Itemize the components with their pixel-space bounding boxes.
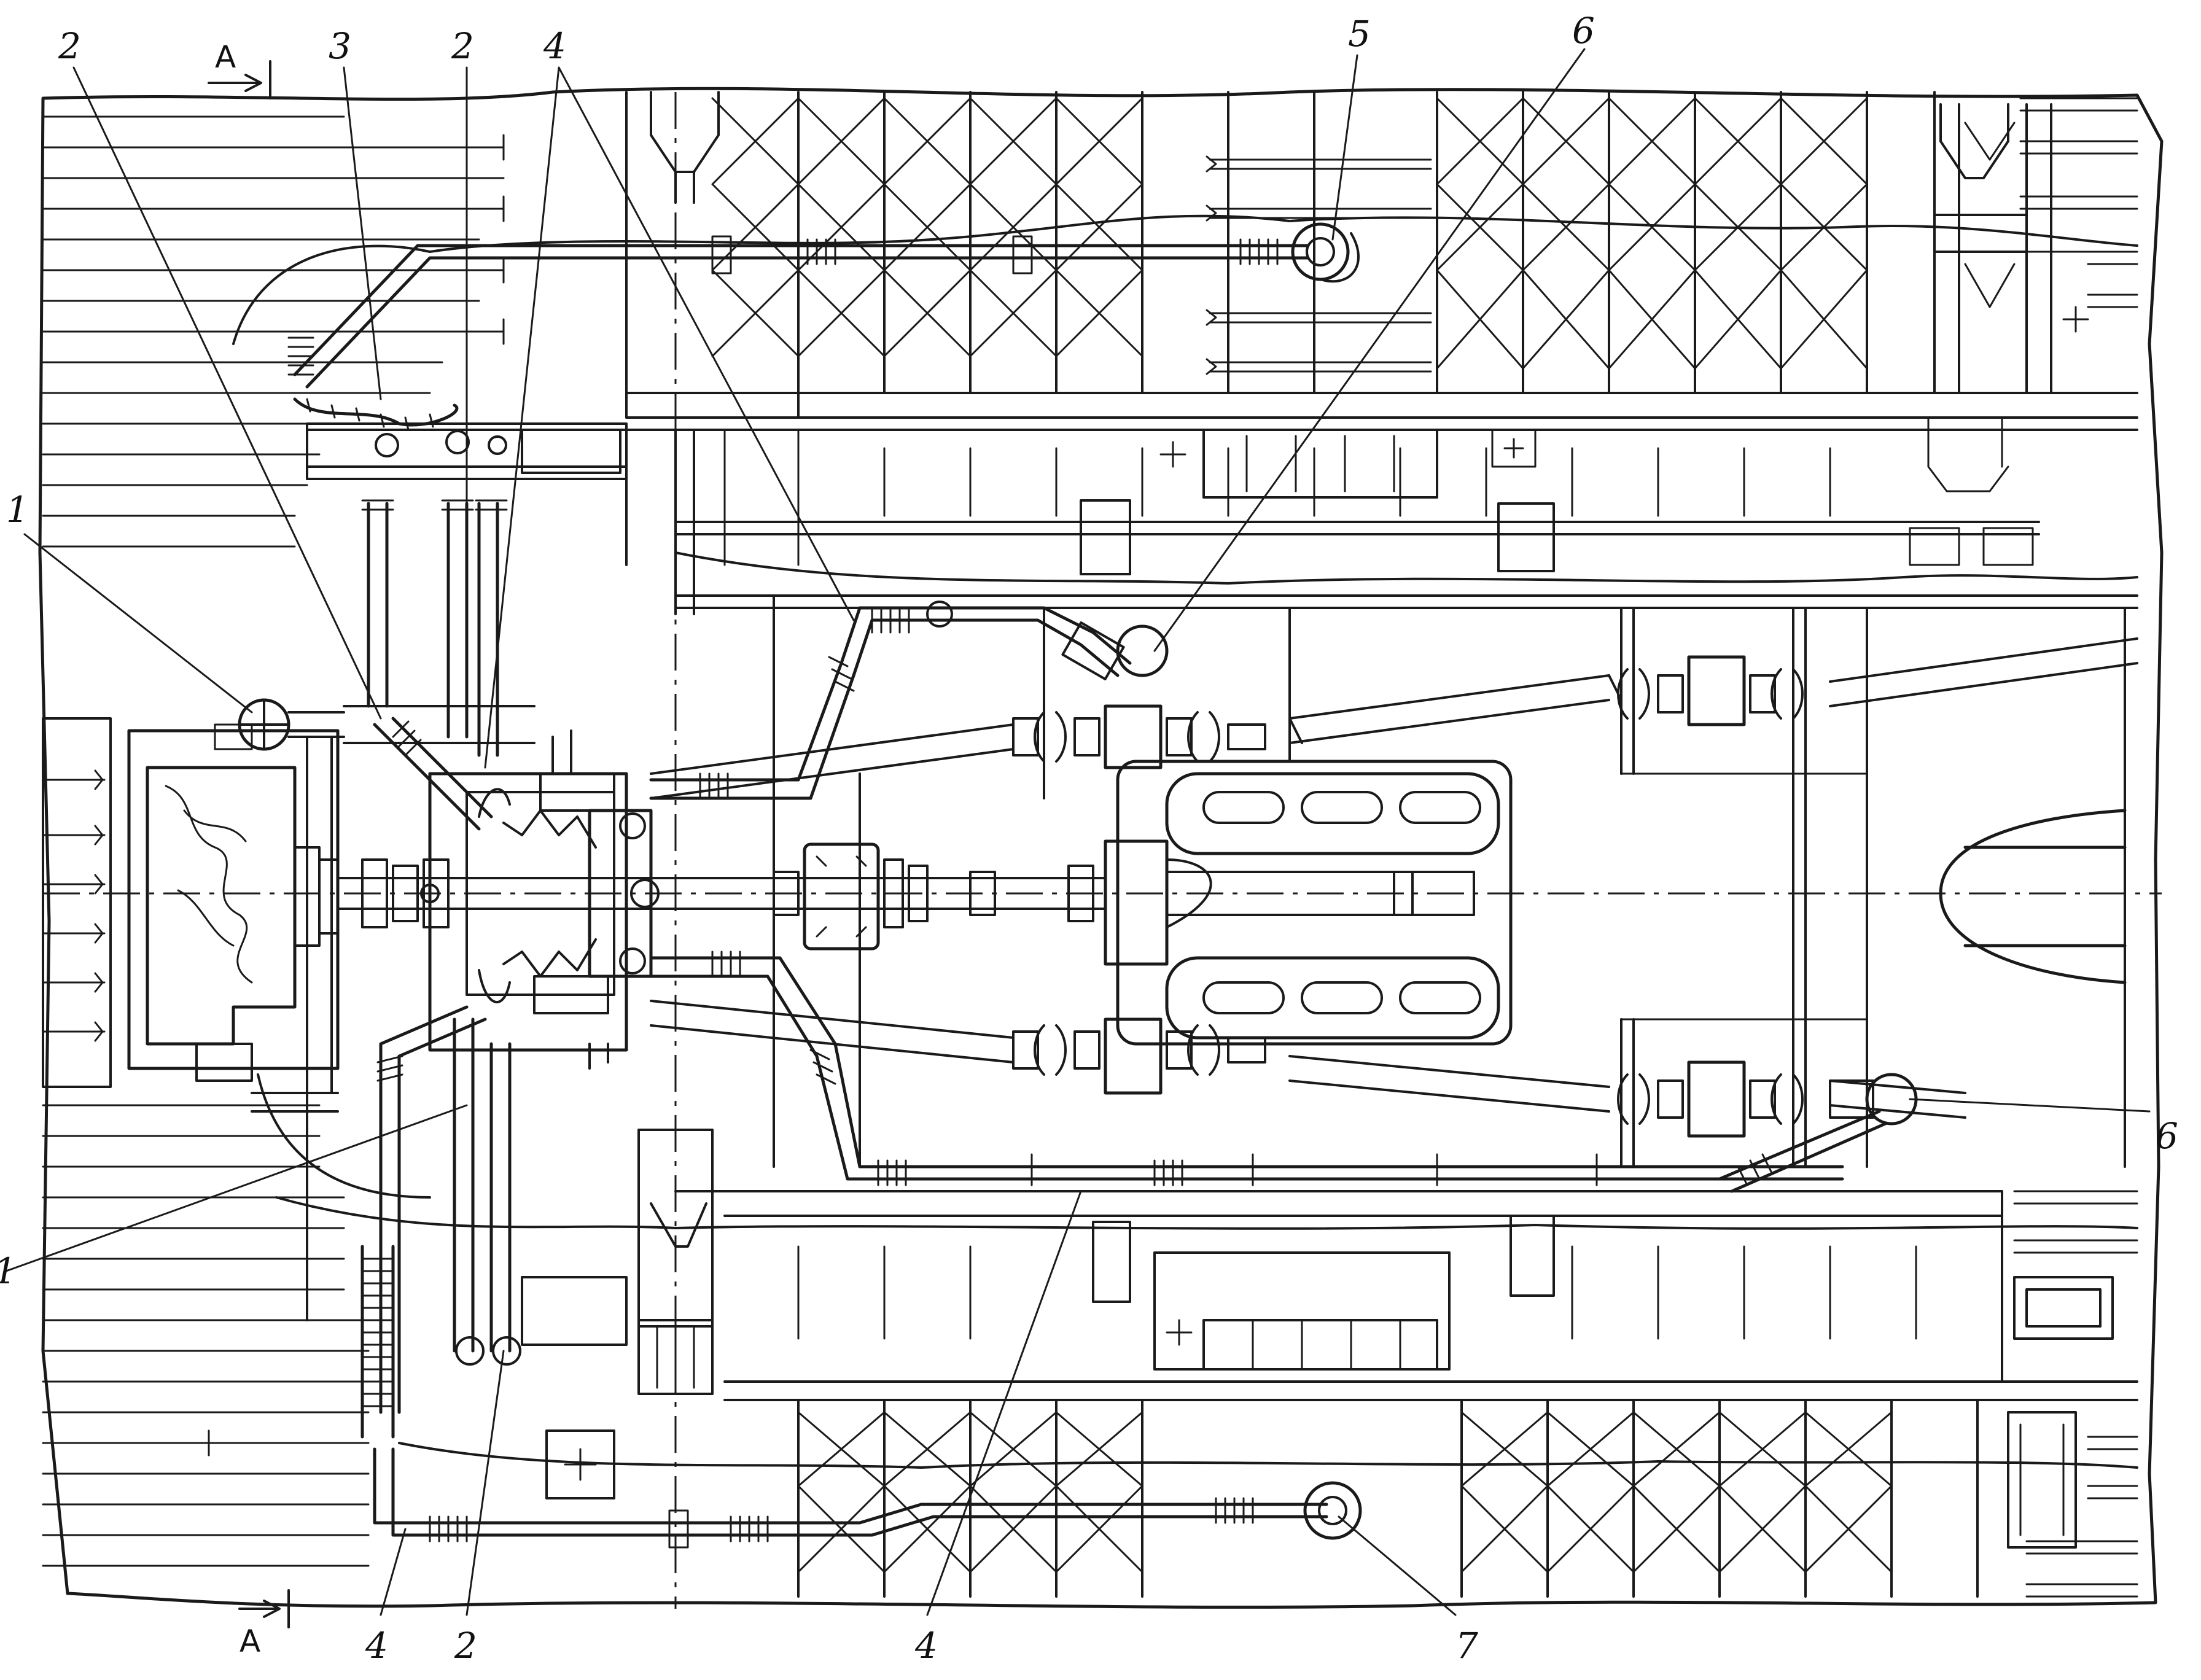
callout-1-lower-left: 1 [0, 1250, 17, 1292]
callout-3: 3 [329, 25, 351, 67]
left-longitudinal-ribs [42, 115, 505, 1567]
section-mark-top: A [215, 39, 236, 75]
callout-labels: 1 1 2 2 2 3 4 4 4 5 6 6 7 [0, 10, 2178, 1666]
gearbox [127, 723, 775, 1113]
upper-truss-bay [625, 91, 2138, 419]
leader-lines [5, 48, 2151, 1616]
callout-4-bottom-left: 4 [365, 1625, 388, 1666]
callout-2-top-left: 2 [58, 25, 81, 67]
callout-2-bottom: 2 [454, 1625, 477, 1666]
callout-2-top: 2 [451, 25, 474, 67]
upper-side-beam [306, 416, 2138, 615]
callout-4-bottom: 4 [914, 1625, 938, 1666]
lower-side-beam [195, 736, 2138, 1598]
callout-4-top: 4 [543, 25, 566, 67]
callout-7: 7 [1455, 1625, 1478, 1666]
engine-block [1104, 760, 1513, 1046]
callout-6-right: 6 [2156, 1115, 2178, 1157]
frame-outline [38, 87, 2164, 1609]
central-drive-unit [428, 729, 1107, 1070]
cardan-shafts [650, 637, 2138, 1138]
section-marks: A A [208, 39, 290, 1659]
callout-6-top: 6 [1572, 10, 1595, 52]
callout-5: 5 [1348, 13, 1371, 55]
section-mark-bottom: A [240, 1624, 260, 1659]
piping-system [287, 222, 1918, 1549]
callout-1-left: 1 [6, 489, 29, 531]
